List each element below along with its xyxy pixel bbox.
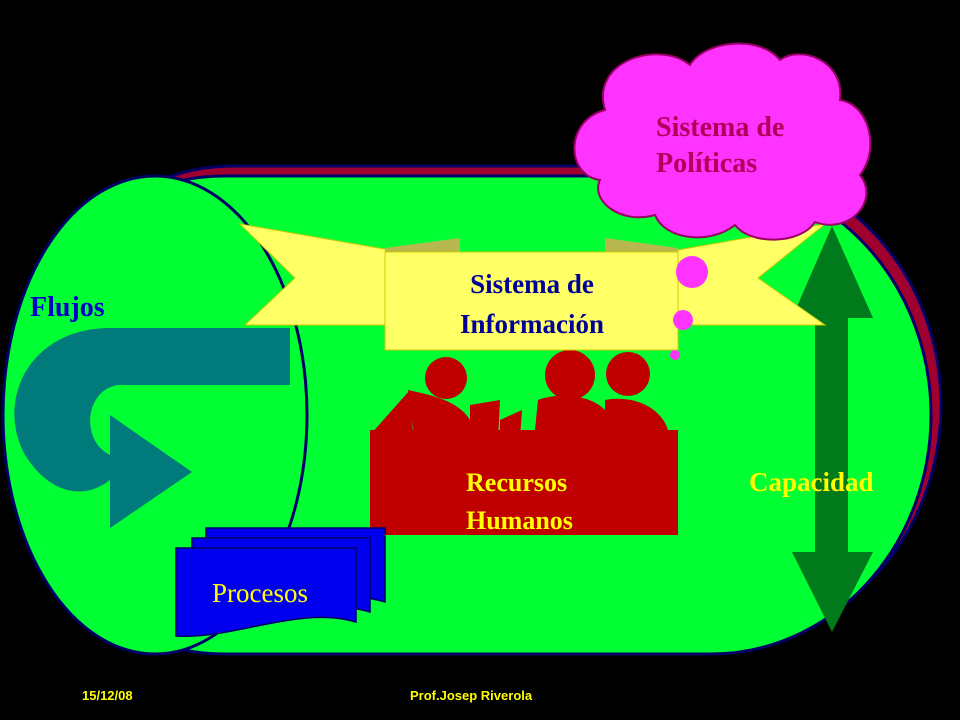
- recursos-label-line2: Humanos: [466, 506, 573, 535]
- thought-bubble-large: [676, 256, 708, 288]
- capacidad-double-arrow-icon: [792, 226, 873, 632]
- recursos-label-line1: Recursos: [466, 468, 567, 497]
- capacidad-label: Capacidad: [749, 467, 874, 497]
- thought-bubble-medium: [673, 310, 693, 330]
- procesos-documents-icon: [175, 527, 386, 638]
- information-banner: [238, 223, 827, 351]
- footer-date: 15/12/08: [82, 688, 133, 703]
- procesos-label: Procesos: [212, 578, 308, 608]
- flujos-label: Flujos: [30, 292, 105, 323]
- policy-cloud-line2: Políticas: [656, 148, 757, 179]
- people-meeting-icon: [370, 350, 678, 535]
- flow-arrow-icon: [14, 328, 290, 528]
- info-banner-line2: Información: [460, 309, 604, 339]
- footer-author: Prof.Josep Riverola: [410, 688, 533, 703]
- policy-cloud-line1: Sistema de: [656, 112, 784, 143]
- info-banner-line1: Sistema de: [470, 269, 594, 299]
- thought-bubble-small: [670, 350, 680, 360]
- policy-cloud-icon: [573, 42, 872, 241]
